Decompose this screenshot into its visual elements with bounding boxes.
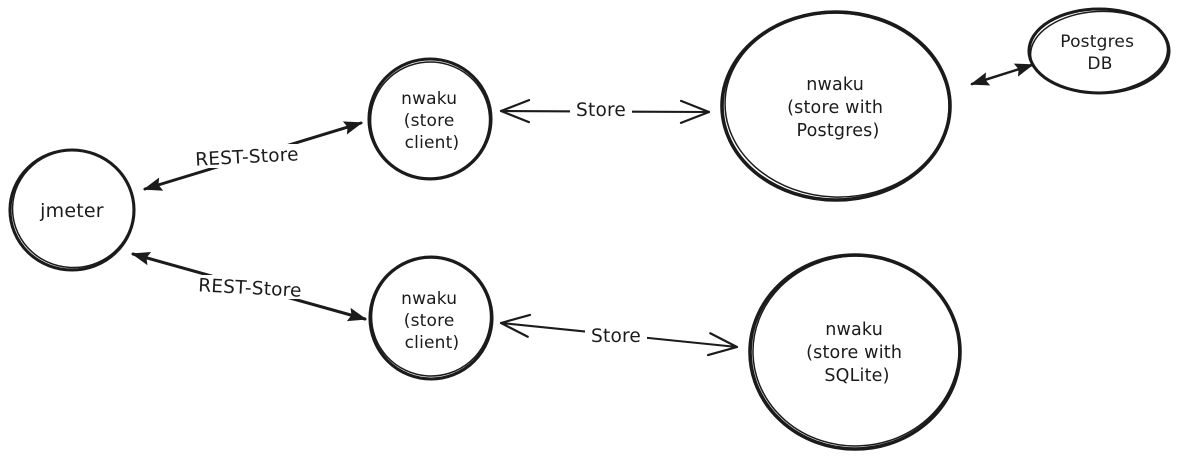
store-bottom-label-bg [585,325,647,346]
store-postgres-ellipse-sketch [724,12,950,198]
node-store-postgres: nwaku (store with Postgres) [720,10,952,202]
store-client-bottom-ellipse-sketch [370,257,492,377]
jmeter-ellipse-sketch [11,149,135,269]
store-sqlite-ellipse [748,253,962,451]
postgres-db-ellipse-sketch [1029,10,1169,94]
store-client-bottom-ellipse [368,255,494,381]
edge-store-bottom: Store [499,313,739,357]
node-store-client-bottom: nwaku (store client) [368,255,494,381]
store-client-bottom-label: nwaku (store client) [401,289,463,353]
postgres-db-label: Postgres DB [1060,32,1140,74]
rest-store-bottom-label-bg [186,275,314,299]
edge-db-link [970,63,1034,86]
jmeter-label: jmeter [39,200,104,222]
edge-store-top: Store [499,99,711,124]
store-postgres-ellipse [720,10,952,202]
store-sqlite-ellipse-sketch [752,255,960,447]
node-store-client-top: nwaku (store client) [367,57,493,181]
node-postgres-db: Postgres DB [1027,7,1171,95]
node-jmeter: jmeter [8,148,136,272]
store-top-label-bg [570,99,632,120]
edge-rest-store-bottom: REST-Store [131,251,367,322]
store-top-label: Store [576,100,626,121]
rest-store-top-label-bg [183,144,311,168]
store-bottom-label: Store [591,326,641,347]
node-store-sqlite: nwaku (store with SQLite) [748,253,962,451]
store-postgres-label: nwaku (store with Postgres) [787,75,889,141]
edge-rest-store-top: REST-Store [143,121,363,191]
db-link-arrow [970,63,1034,86]
store-sqlite-label: nwaku (store with SQLite) [806,320,908,386]
store-client-top-ellipse [367,57,493,181]
store-client-top-label: nwaku (store client) [401,89,463,153]
store-client-top-ellipse-sketch [369,61,491,179]
